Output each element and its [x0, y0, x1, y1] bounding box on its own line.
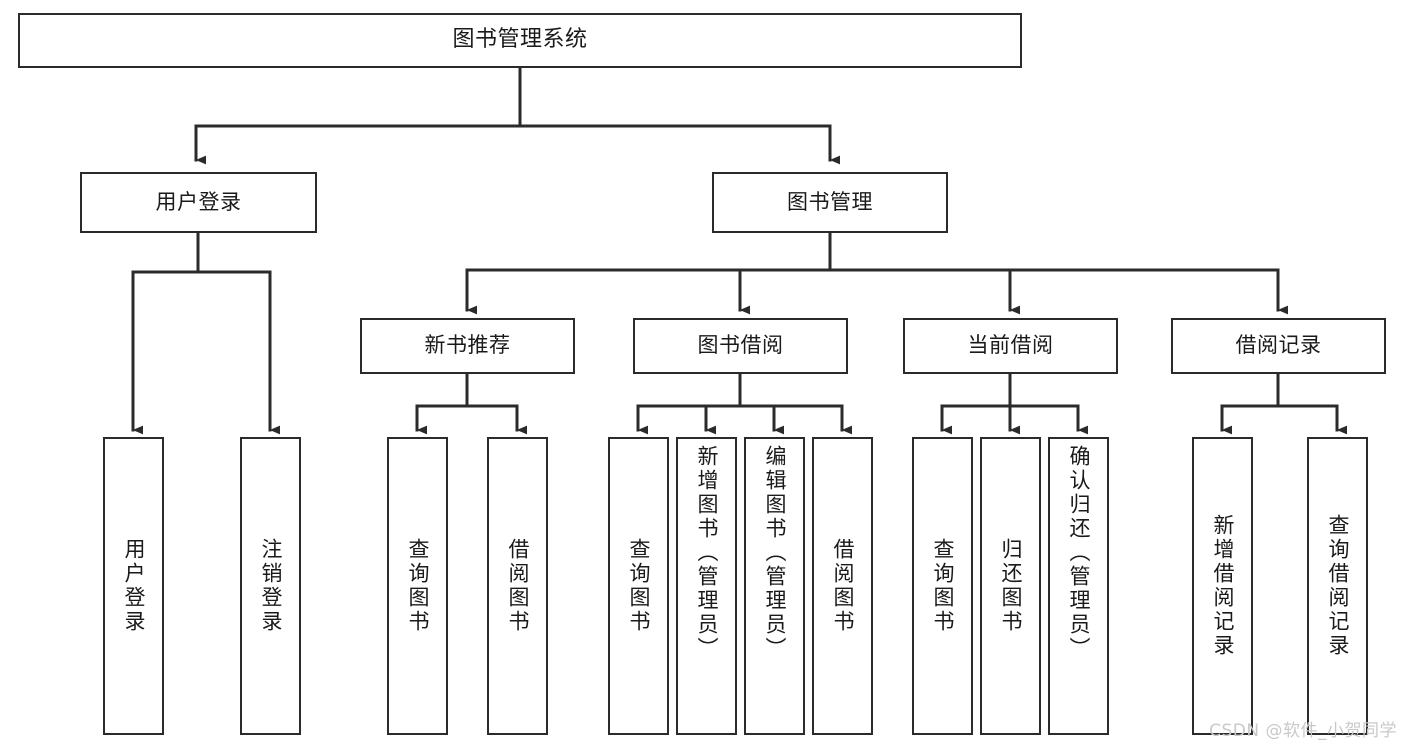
leaf-current-borrow-3[interactable]: 确认归还（管理员）	[1048, 437, 1109, 735]
watermark-text: CSDN @软件_小贺同学	[1209, 721, 1397, 741]
leaf-borrow-record-2[interactable]: 查询借阅记录	[1307, 437, 1368, 735]
node-borrow-record-label: 借阅记录	[1235, 333, 1322, 358]
leaf-current-borrow-3-label: 确认归还（管理员）	[1067, 445, 1091, 661]
leaf-book-borrow-2[interactable]: 新增图书（管理员）	[676, 437, 737, 735]
leaf-current-borrow-1-label: 查询图书	[931, 538, 955, 634]
node-user-login[interactable]: 用户登录	[80, 172, 317, 233]
leaf-new-book-rec-1-label: 查询图书	[406, 538, 430, 634]
leaf-new-book-rec-2[interactable]: 借阅图书	[487, 437, 548, 735]
node-book-borrow-label: 图书借阅	[697, 333, 784, 358]
leaf-book-borrow-2-label: 新增图书（管理员）	[695, 445, 719, 661]
leaf-book-borrow-3-label: 编辑图书（管理员）	[763, 445, 787, 661]
node-new-book-rec-label: 新书推荐	[424, 333, 511, 358]
node-root-label: 图书管理系统	[452, 27, 588, 53]
node-user-login-label: 用户登录	[155, 189, 242, 214]
leaf-book-borrow-3[interactable]: 编辑图书（管理员）	[744, 437, 805, 735]
leaf-current-borrow-1[interactable]: 查询图书	[912, 437, 973, 735]
leaf-new-book-rec-1[interactable]: 查询图书	[387, 437, 448, 735]
leaf-book-borrow-1-label: 查询图书	[627, 538, 651, 634]
leaf-current-borrow-2-label: 归还图书	[999, 538, 1023, 634]
leaf-book-borrow-1[interactable]: 查询图书	[608, 437, 669, 735]
leaf-user-login-2[interactable]: 注销登录	[240, 437, 301, 735]
node-book-manage[interactable]: 图书管理	[712, 172, 948, 233]
node-new-book-rec[interactable]: 新书推荐	[360, 318, 575, 374]
node-borrow-record[interactable]: 借阅记录	[1171, 318, 1386, 374]
node-current-borrow[interactable]: 当前借阅	[903, 318, 1118, 374]
node-root[interactable]: 图书管理系统	[18, 13, 1022, 68]
leaf-user-login-1-label: 用户登录	[122, 538, 146, 634]
leaf-book-borrow-4-label: 借阅图书	[831, 538, 855, 634]
leaf-user-login-2-label: 注销登录	[259, 538, 283, 634]
leaf-new-book-rec-2-label: 借阅图书	[506, 538, 530, 634]
leaf-current-borrow-2[interactable]: 归还图书	[980, 437, 1041, 735]
leaf-user-login-1[interactable]: 用户登录	[103, 437, 164, 735]
node-book-manage-label: 图书管理	[787, 189, 873, 214]
node-current-borrow-label: 当前借阅	[967, 333, 1054, 358]
leaf-borrow-record-2-label: 查询借阅记录	[1326, 514, 1350, 658]
leaf-book-borrow-4[interactable]: 借阅图书	[812, 437, 873, 735]
node-book-borrow[interactable]: 图书借阅	[633, 318, 848, 374]
leaf-borrow-record-1[interactable]: 新增借阅记录	[1192, 437, 1253, 735]
leaf-borrow-record-1-label: 新增借阅记录	[1211, 514, 1235, 658]
